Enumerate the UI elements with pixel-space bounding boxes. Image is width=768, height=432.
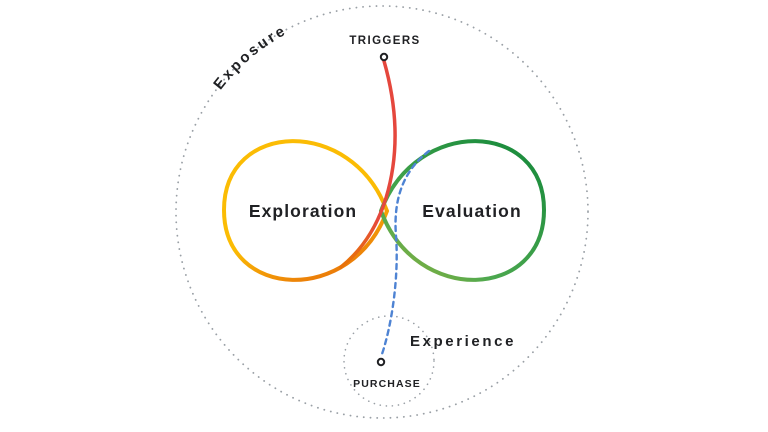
purchase-marker	[376, 357, 386, 367]
exposure-label: Exposure	[210, 22, 290, 93]
exposure-label-text: Exposure	[210, 22, 287, 93]
evaluation-loop	[379, 139, 547, 282]
triggers-line	[339, 59, 397, 269]
triggers-marker	[379, 52, 389, 62]
evaluation-label: Evaluation	[422, 201, 522, 221]
experience-circle	[343, 315, 435, 407]
exposure-circle	[175, 5, 589, 419]
exploration-label: Exploration	[249, 201, 357, 221]
triggers-label: TRIGGERS	[349, 35, 420, 47]
purchase-label: PURCHASE	[353, 378, 421, 390]
purchase-line	[379, 149, 431, 359]
exploration-loop	[221, 139, 389, 282]
experience-label: Experience	[410, 333, 516, 350]
